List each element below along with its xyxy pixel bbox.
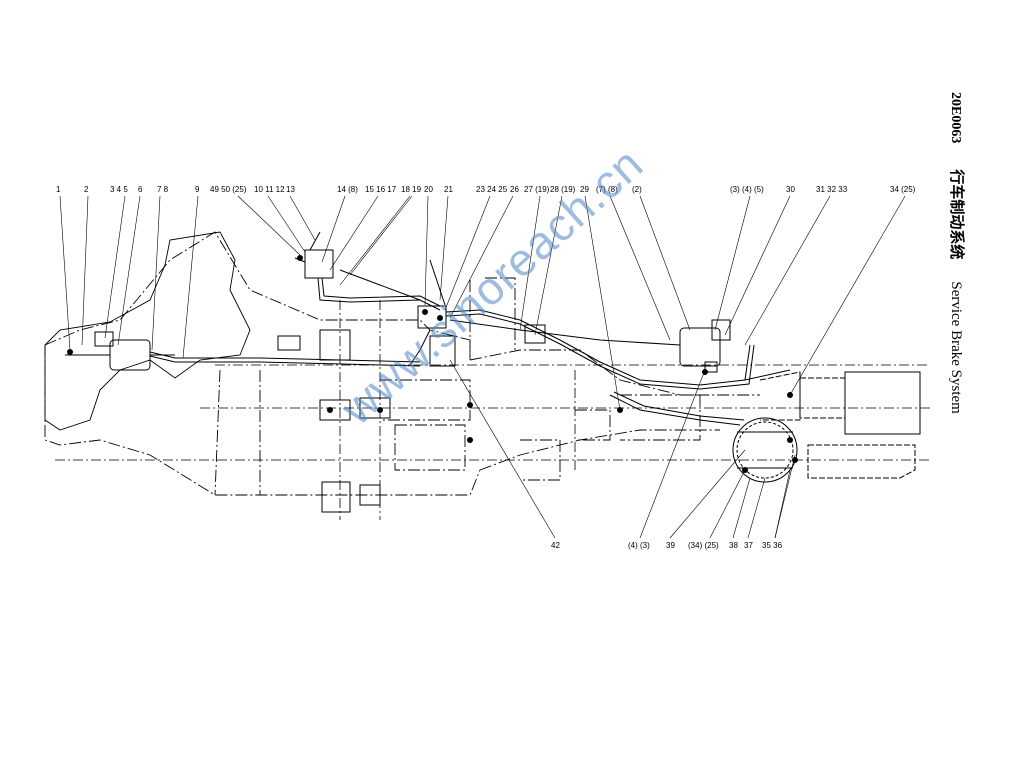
callout-2-b: (2) [632, 185, 642, 194]
callout-34-25-b: (34) (25) [688, 541, 719, 550]
callout-49-50-25: 49 50 (25) [210, 185, 247, 194]
title-chinese: 行车制动系统 [948, 169, 966, 260]
callout-2: 2 [84, 185, 89, 194]
callout-37: 37 [744, 541, 753, 550]
air-tank [732, 417, 798, 483]
callout-20: 20 [424, 185, 433, 194]
callout-39: 39 [666, 541, 675, 550]
callout-1: 1 [56, 185, 61, 194]
rear-brake-chamber [679, 319, 731, 373]
callout-27-19: 27 (19) [524, 185, 550, 194]
callout-15-16-17: 15 16 17 [365, 185, 397, 194]
center-lines [55, 300, 930, 520]
callout-7-8: 7 8 [157, 185, 169, 194]
callout-23-24-25: 23 24 25 [476, 185, 508, 194]
brake-pipelines [149, 259, 791, 426]
callout-18-19: 18 19 [401, 185, 422, 194]
callout-26: 26 [510, 185, 519, 194]
callout-28-19: 28 (19) [550, 185, 576, 194]
callout-10-11-12: 10 11 12 [254, 185, 285, 194]
callout-14-8: 14 (8) [337, 185, 358, 194]
vertical-title-block: 20E0063 行车制动系统 Service Brake System [938, 92, 998, 432]
callout-31-32-33: 31 32 33 [816, 185, 848, 194]
callout-labels-bottom: 42 (4) (3) 39 (34) (25) 38 37 35 36 [551, 541, 783, 550]
callout-35-36: 35 36 [762, 541, 783, 550]
callout-3-4-5-b: (3) (4) (5) [730, 185, 764, 194]
axle-brackets [319, 324, 546, 513]
callout-3-4-5: 3 4 5 [110, 185, 128, 194]
callout-13: 13 [286, 185, 295, 194]
callout-34-25: 34 (25) [890, 185, 916, 194]
cab-outline [44, 231, 251, 431]
callout-leaders [59, 195, 906, 539]
callout-labels-top: 1 2 3 4 5 6 7 8 9 49 50 (25) 10 11 12 13… [56, 185, 916, 194]
callout-38: 38 [729, 541, 738, 550]
chassis-frame [44, 231, 760, 496]
callout-30: 30 [786, 185, 795, 194]
callout-9: 9 [195, 185, 200, 194]
callout-42: 42 [551, 541, 560, 550]
callout-6: 6 [138, 185, 143, 194]
document-code: 20E0063 [948, 92, 963, 144]
rear-housing [759, 371, 921, 479]
callout-29: 29 [580, 185, 589, 194]
front-brake-chamber [65, 331, 175, 371]
callout-21: 21 [444, 185, 453, 194]
callout-4-3: (4) (3) [628, 541, 650, 550]
callout-7-8-b: (7) (8) [596, 185, 618, 194]
title-line: 20E0063 行车制动系统 Service Brake System [947, 92, 968, 414]
pipe-fittings[interactable] [67, 255, 798, 473]
title-english: Service Brake System [948, 281, 964, 414]
